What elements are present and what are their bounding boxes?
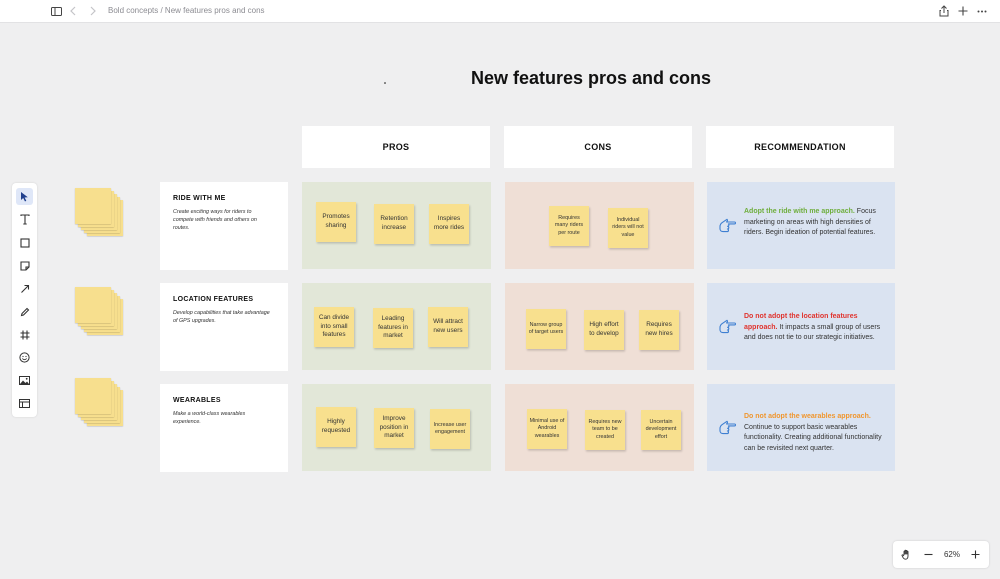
sticky-note[interactable]: Requires new team to be created (585, 410, 625, 450)
sticky-note[interactable]: Promotes sharing (316, 202, 356, 242)
sticky-note[interactable]: Individual riders will not value (608, 208, 648, 248)
rectangle-tool-icon[interactable] (16, 234, 33, 251)
recommendation-card[interactable]: Do not adopt the location features appro… (707, 283, 895, 370)
recommendation-highlight: Do not adopt the location features appro… (744, 313, 858, 331)
zoom-controls: 62% (893, 541, 989, 568)
zoom-in-icon[interactable] (967, 541, 983, 568)
topic-card-location-features[interactable]: LOCATION FEATURES Develop capabilities t… (160, 283, 288, 371)
image-icon[interactable] (16, 372, 33, 389)
hand-pan-icon[interactable] (898, 541, 914, 568)
sticky-note[interactable]: Minimal use of Android wearables (527, 409, 567, 449)
share-icon[interactable] (938, 4, 950, 18)
sticky-note[interactable]: Highly requested (316, 407, 356, 447)
select-arrow-icon[interactable] (16, 188, 33, 205)
sticky-note[interactable]: Requires new hires (639, 310, 679, 350)
topic-card-ride-with-me[interactable]: RIDE WITH ME Create exciting ways for ri… (160, 182, 288, 270)
board-title[interactable]: New features pros and cons (470, 68, 712, 88)
zoom-level[interactable]: 62% (943, 550, 960, 559)
recommendation-body: Continue to support basic wearables func… (744, 423, 882, 452)
sticky-note[interactable]: Retention increase (374, 204, 414, 244)
pointing-hand-icon (719, 218, 736, 233)
pointing-hand-icon (719, 420, 736, 435)
pointing-hand-icon (719, 319, 736, 334)
sticky-note[interactable]: Can divide into small features (314, 307, 354, 347)
more-icon[interactable] (976, 4, 988, 18)
topic-title: RIDE WITH ME (173, 195, 226, 202)
sidebar-toggle-icon[interactable] (50, 4, 62, 18)
column-header-pros[interactable]: PROS (302, 126, 490, 168)
sticky-stack[interactable] (75, 188, 127, 240)
recommendation-body: Focus marketing on areas with high densi… (744, 208, 876, 236)
frame-tool-icon[interactable] (16, 326, 33, 343)
sticky-note[interactable]: Narrow group of target users (526, 309, 566, 349)
sticky-stack[interactable] (75, 287, 127, 339)
line-arrow-icon[interactable] (16, 280, 33, 297)
recommendation-text: Do not adopt the wearables approach. Con… (744, 412, 886, 454)
text-tool-icon[interactable] (16, 211, 33, 228)
sticky-note[interactable]: Inspires more rides (429, 204, 469, 244)
pros-cell: Promotes sharing Retention increase Insp… (302, 182, 491, 269)
recommendation-text: Do not adopt the location features appro… (744, 312, 886, 344)
cons-cell: Minimal use of Android wearables Require… (505, 384, 694, 471)
sticky-note-icon[interactable] (16, 257, 33, 274)
topic-description: Create exciting ways for riders to compe… (173, 209, 257, 231)
recommendation-highlight: Do not adopt the wearables approach. (744, 413, 871, 420)
recommendation-body: It impacts a small group of users and do… (744, 323, 881, 342)
topic-title: LOCATION FEATURES (173, 296, 254, 303)
sticky-stack[interactable] (75, 378, 127, 430)
pros-cell: Highly requested Improve position in mar… (302, 384, 491, 471)
sticky-note[interactable]: Increase user engagement (430, 409, 470, 449)
pen-tool-icon[interactable] (16, 303, 33, 320)
column-header-cons[interactable]: CONS (504, 126, 692, 168)
column-header-recommendation[interactable]: RECOMMENDATION (706, 126, 894, 168)
top-bar: Bold concepts / New features pros and co… (0, 0, 1000, 23)
forward-chevron-icon[interactable] (88, 4, 98, 18)
recommendation-highlight: Adopt the ride with me approach. (744, 208, 855, 215)
recommendation-text: Adopt the ride with me approach. Focus m… (744, 207, 886, 239)
pros-cell: Can divide into small features Leading f… (302, 283, 491, 370)
topic-description: Make a world-class wearables experience. (173, 411, 246, 425)
zoom-out-icon[interactable] (920, 541, 936, 568)
topic-card-wearables[interactable]: WEARABLES Make a world-class wearables e… (160, 384, 288, 472)
sticky-note[interactable]: High effort to develop (584, 310, 624, 350)
topic-title: WEARABLES (173, 397, 221, 404)
recommendation-card[interactable]: Do not adopt the wearables approach. Con… (707, 384, 895, 471)
breadcrumb[interactable]: Bold concepts / New features pros and co… (108, 6, 265, 15)
stray-dot (384, 82, 386, 84)
sticky-note[interactable]: Will attract new users (428, 307, 468, 347)
cons-cell: Narrow group of target users High effort… (505, 283, 694, 370)
topic-description: Develop capabilities that take advantage… (173, 310, 270, 324)
sticky-note[interactable]: Leading features in market (373, 308, 413, 348)
tool-palette (12, 183, 37, 417)
sticky-note[interactable]: Uncertain development effort (641, 410, 681, 450)
cons-cell: Requires many riders per route Individua… (505, 182, 694, 269)
sticky-note[interactable]: Improve position in market (374, 408, 414, 448)
back-chevron-icon[interactable] (68, 4, 78, 18)
emoji-icon[interactable] (16, 349, 33, 366)
sticky-note[interactable]: Requires many riders per route (549, 206, 589, 246)
recommendation-card[interactable]: Adopt the ride with me approach. Focus m… (707, 182, 895, 269)
table-icon[interactable] (16, 395, 33, 412)
plus-icon[interactable] (957, 4, 969, 18)
